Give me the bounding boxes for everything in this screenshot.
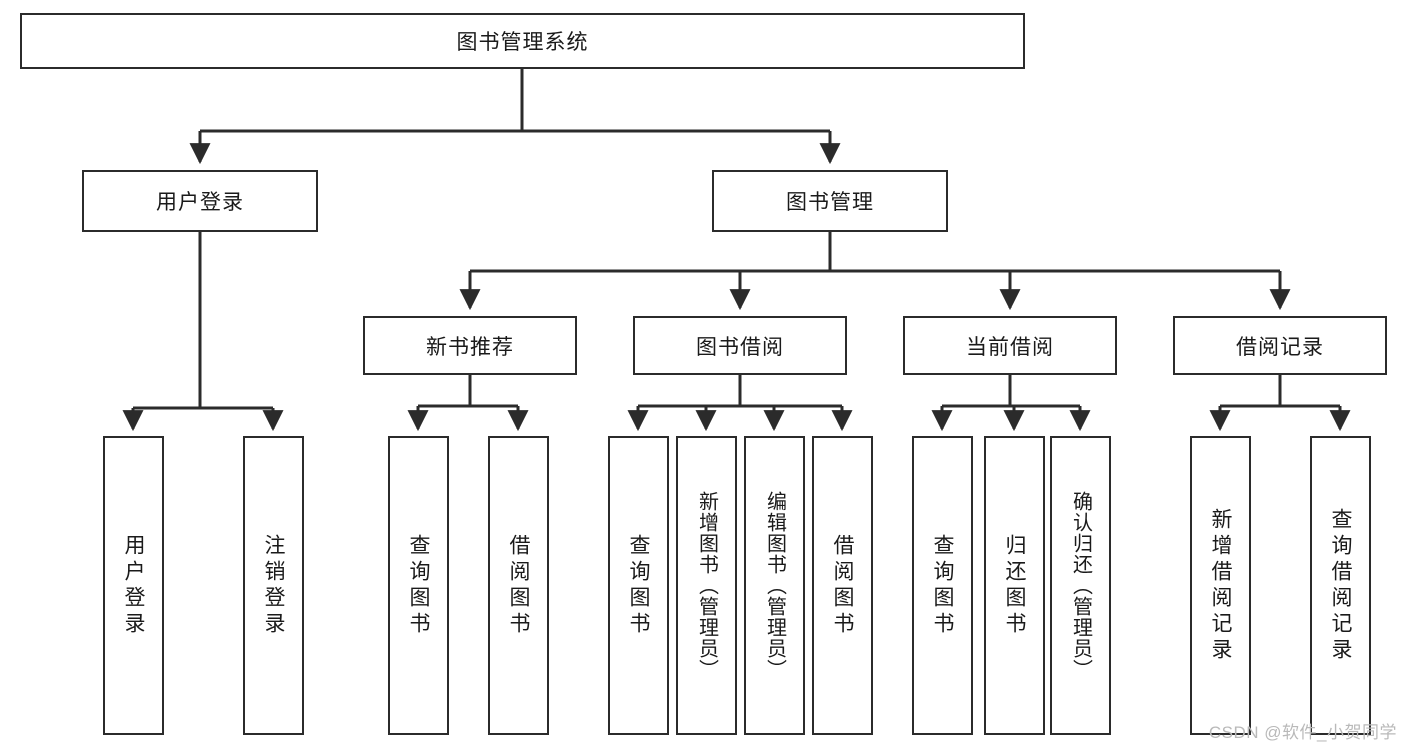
- node-leaf-confirm-return-admin[interactable]: 确认归还（管理员）: [1050, 436, 1111, 735]
- node-leaf-add-borrow-record[interactable]: 新增借阅记录: [1190, 436, 1251, 735]
- node-user-login[interactable]: 用户登录: [82, 170, 318, 232]
- node-leaf-query-book-borrow[interactable]: 查询图书: [608, 436, 669, 735]
- node-book-borrow[interactable]: 图书借阅: [633, 316, 847, 375]
- node-root-system[interactable]: 图书管理系统: [20, 13, 1025, 69]
- csdn-watermark: CSDN @软件_小贺同学: [1208, 723, 1397, 742]
- node-leaf-borrow-book-rec[interactable]: 借阅图书: [488, 436, 549, 735]
- node-leaf-logout[interactable]: 注销登录: [243, 436, 304, 735]
- node-current-borrow[interactable]: 当前借阅: [903, 316, 1117, 375]
- node-leaf-query-book-current[interactable]: 查询图书: [912, 436, 973, 735]
- node-leaf-user-login[interactable]: 用户登录: [103, 436, 164, 735]
- node-book-management[interactable]: 图书管理: [712, 170, 948, 232]
- node-leaf-edit-book-admin[interactable]: 编辑图书（管理员）: [744, 436, 805, 735]
- node-leaf-add-book-admin[interactable]: 新增图书（管理员）: [676, 436, 737, 735]
- node-leaf-query-book-rec[interactable]: 查询图书: [388, 436, 449, 735]
- node-leaf-borrow-book[interactable]: 借阅图书: [812, 436, 873, 735]
- node-new-book-recommend[interactable]: 新书推荐: [363, 316, 577, 375]
- node-leaf-query-borrow-record[interactable]: 查询借阅记录: [1310, 436, 1371, 735]
- node-leaf-return-book[interactable]: 归还图书: [984, 436, 1045, 735]
- node-borrow-record[interactable]: 借阅记录: [1173, 316, 1387, 375]
